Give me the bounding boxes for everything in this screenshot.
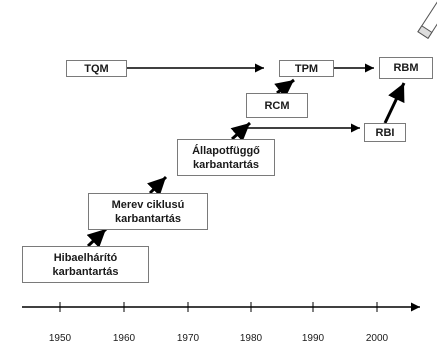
- box-rcm: RCM: [246, 93, 308, 118]
- arrow-allapotfuggo-to-rcm: [230, 121, 251, 142]
- year-label-2000: 2000: [366, 333, 389, 344]
- box-tqm: TQM: [66, 60, 127, 77]
- box-tpm: TPM: [279, 60, 334, 77]
- pencil-icon: [417, 0, 437, 39]
- box-merev-ciklusu: Merev ciklusú karbantartás: [88, 193, 208, 230]
- timeline-axis: 1950 1960 1970 1980 1990 2000: [22, 302, 420, 344]
- arrow-rcm-to-tpm: [274, 78, 295, 99]
- year-label-1960: 1960: [113, 333, 136, 344]
- arrow-merev-to-allapotfuggo: [146, 175, 168, 197]
- box-rbi: RBI: [364, 123, 406, 142]
- arrow-rbi-to-rbm: [383, 82, 406, 124]
- year-label-1990: 1990: [302, 333, 325, 344]
- year-label-1980: 1980: [240, 333, 263, 344]
- box-allapotfuggo: Állapotfüggő karbantartás: [177, 139, 275, 176]
- box-rbm: RBM: [379, 57, 433, 79]
- box-hibaelharito: Hibaelhárító karbantartás: [22, 246, 149, 283]
- year-label-1950: 1950: [49, 333, 72, 344]
- arrow-hibaelharito-to-merev: [86, 227, 108, 248]
- year-label-1970: 1970: [177, 333, 200, 344]
